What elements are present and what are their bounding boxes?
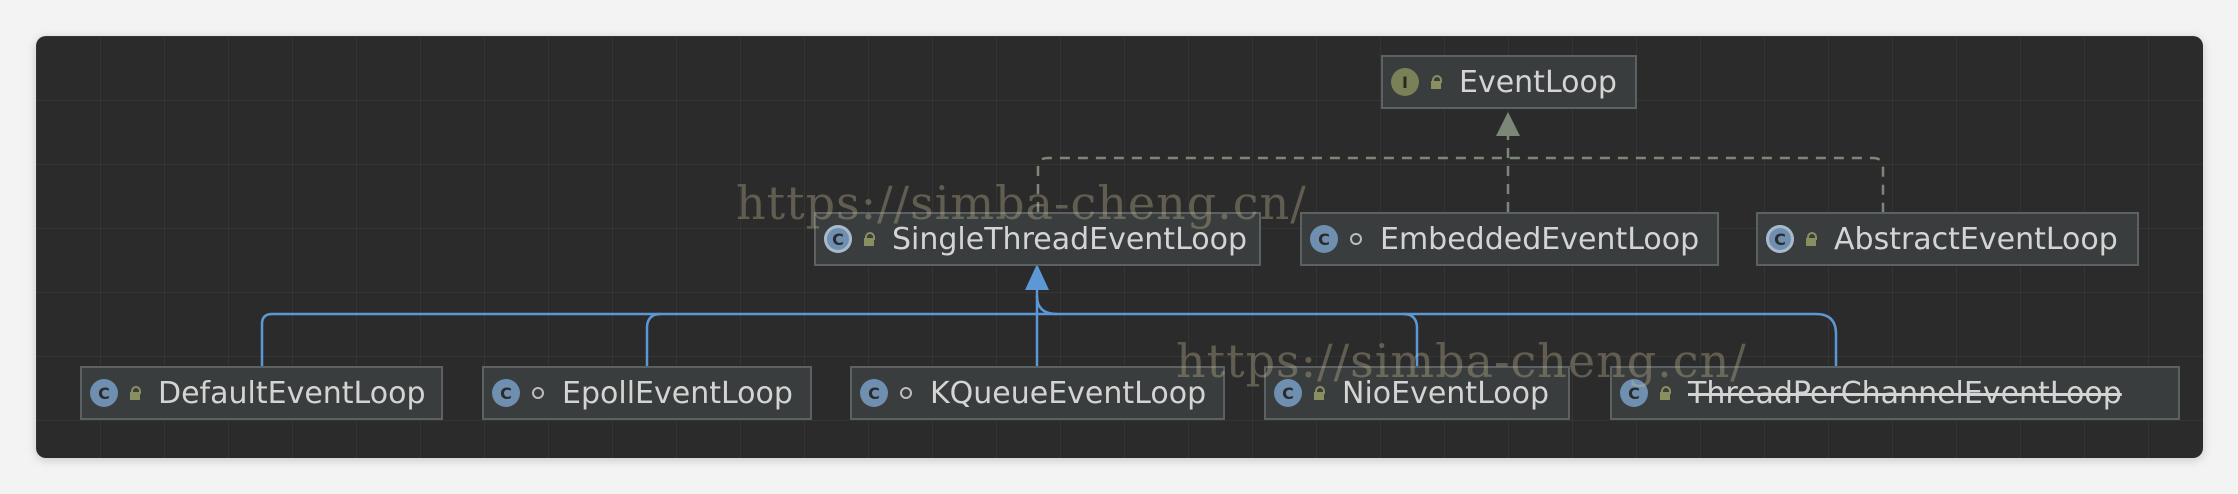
edge-nio-to-single — [1402, 312, 1419, 366]
edge-default-to-single — [260, 312, 1838, 366]
package-private-icon — [900, 387, 912, 399]
class-icon: C — [1310, 225, 1338, 253]
node-label: AbstractEventLoop — [1834, 221, 2118, 257]
node-label: NioEventLoop — [1342, 375, 1550, 411]
class-icon: C — [492, 379, 520, 407]
abstract-class-icon: C — [824, 225, 852, 253]
class-icon: C — [860, 379, 888, 407]
node-label: EventLoop — [1459, 64, 1617, 100]
interface-icon: I — [1391, 68, 1419, 96]
extends-arrowhead — [1025, 264, 1049, 290]
lock-icon — [862, 232, 876, 246]
watermark: https://simba-cheng.cn/ — [736, 176, 1307, 230]
node-eventloop[interactable]: I EventLoop — [1381, 55, 1637, 109]
edge-thread-to-single — [1035, 295, 1058, 316]
node-label: EpollEventLoop — [562, 375, 793, 411]
class-icon: C — [90, 379, 118, 407]
implements-arrowhead — [1496, 112, 1520, 136]
node-nioeventloop[interactable]: C NioEventLoop — [1264, 366, 1570, 420]
lock-icon — [128, 386, 142, 400]
node-label: KQueueEventLoop — [930, 375, 1207, 411]
watermark: https://simba-cheng.cn/ — [1176, 334, 1747, 388]
node-singlethreadeventloop[interactable]: C SingleThreadEventLoop — [814, 212, 1261, 266]
diagram-canvas: I EventLoop C SingleThreadEventLoop C Em… — [36, 36, 2203, 458]
abstract-class-icon: C — [1766, 225, 1794, 253]
node-threadperchanneleventloop[interactable]: C ThreadPerChannelEventLoop — [1610, 366, 2180, 420]
class-icon: C — [1274, 379, 1302, 407]
class-icon: C — [1620, 379, 1648, 407]
node-label: DefaultEventLoop — [158, 375, 426, 411]
edge-single-to-eventloop — [1036, 156, 1885, 212]
lock-icon — [1312, 386, 1326, 400]
package-private-icon — [532, 387, 544, 399]
edge-epoll-to-single — [645, 312, 662, 366]
node-defaulteventloop[interactable]: C DefaultEventLoop — [80, 366, 443, 420]
edges-layer — [260, 112, 1885, 366]
node-label: SingleThreadEventLoop — [892, 221, 1248, 257]
node-abstracteventloop[interactable]: C AbstractEventLoop — [1756, 212, 2139, 266]
package-private-icon — [1350, 233, 1362, 245]
node-epolleventloop[interactable]: C EpollEventLoop — [482, 366, 812, 420]
node-label-deprecated: ThreadPerChannelEventLoop — [1688, 375, 2122, 411]
node-label: EmbeddedEventLoop — [1380, 221, 1700, 257]
lock-icon — [1804, 232, 1818, 246]
lock-icon — [1429, 75, 1443, 89]
node-kqueueeventloop[interactable]: C KQueueEventLoop — [850, 366, 1225, 420]
node-embeddedeventloop[interactable]: C EmbeddedEventLoop — [1300, 212, 1719, 266]
lock-icon — [1658, 386, 1672, 400]
